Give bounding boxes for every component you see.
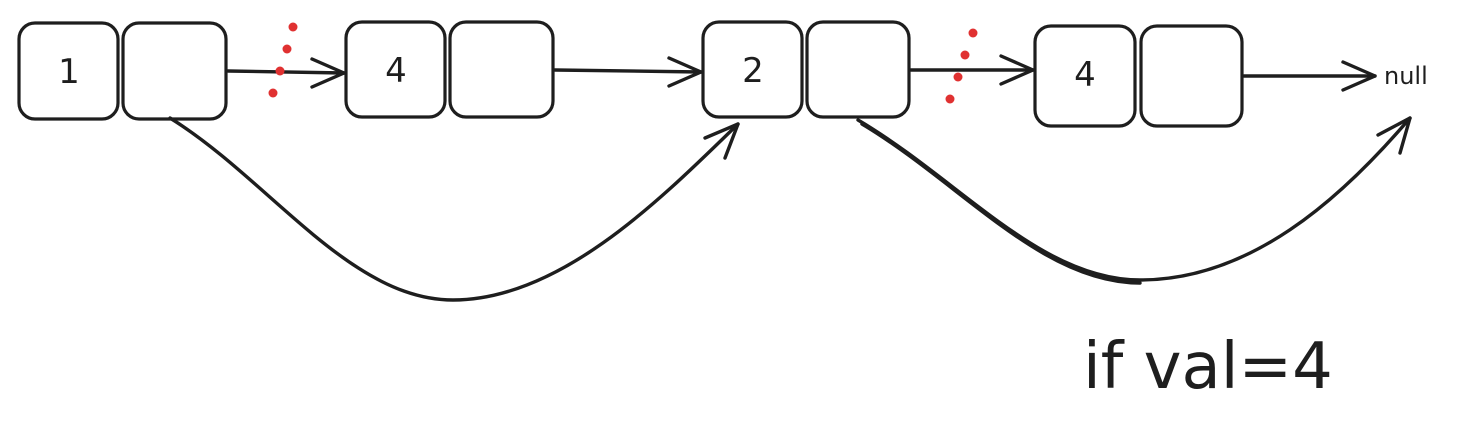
null-label: null [1384, 62, 1428, 90]
node-2-next-cell [448, 20, 555, 119]
arrow-node-1-to-node-2 [226, 57, 346, 89]
node-3-value-cell [701, 20, 804, 119]
node-1-next-cell [121, 21, 228, 121]
bypass-arrow-node-1-to-node-3 [168, 116, 740, 302]
list-node-2: 4 [344, 20, 555, 119]
list-node-4: 4 [1033, 24, 1244, 128]
arrow-node-2-to-node-3 [553, 56, 703, 88]
cut-marker-1 [268, 22, 298, 98]
arrow-node-4-to-null [1242, 60, 1377, 92]
node-1-value: 1 [58, 52, 80, 92]
node-4-value-cell [1033, 24, 1137, 128]
node-3-next-cell [805, 20, 911, 119]
node-2-value-cell [344, 20, 447, 119]
condition-label: if val=4 [1083, 330, 1333, 404]
node-2-value: 4 [385, 51, 407, 91]
arrow-node-3-to-node-4 [909, 54, 1035, 86]
list-node-1: 1 [17, 21, 228, 121]
node-3-value: 2 [742, 51, 764, 91]
node-1-value-cell [17, 21, 120, 121]
cut-marker-2 [945, 28, 978, 104]
bypass-arrow-node-3-to-null [856, 116, 1412, 285]
list-node-3: 2 [701, 20, 911, 119]
node-4-value: 4 [1074, 55, 1096, 95]
node-4-next-cell [1139, 24, 1244, 128]
